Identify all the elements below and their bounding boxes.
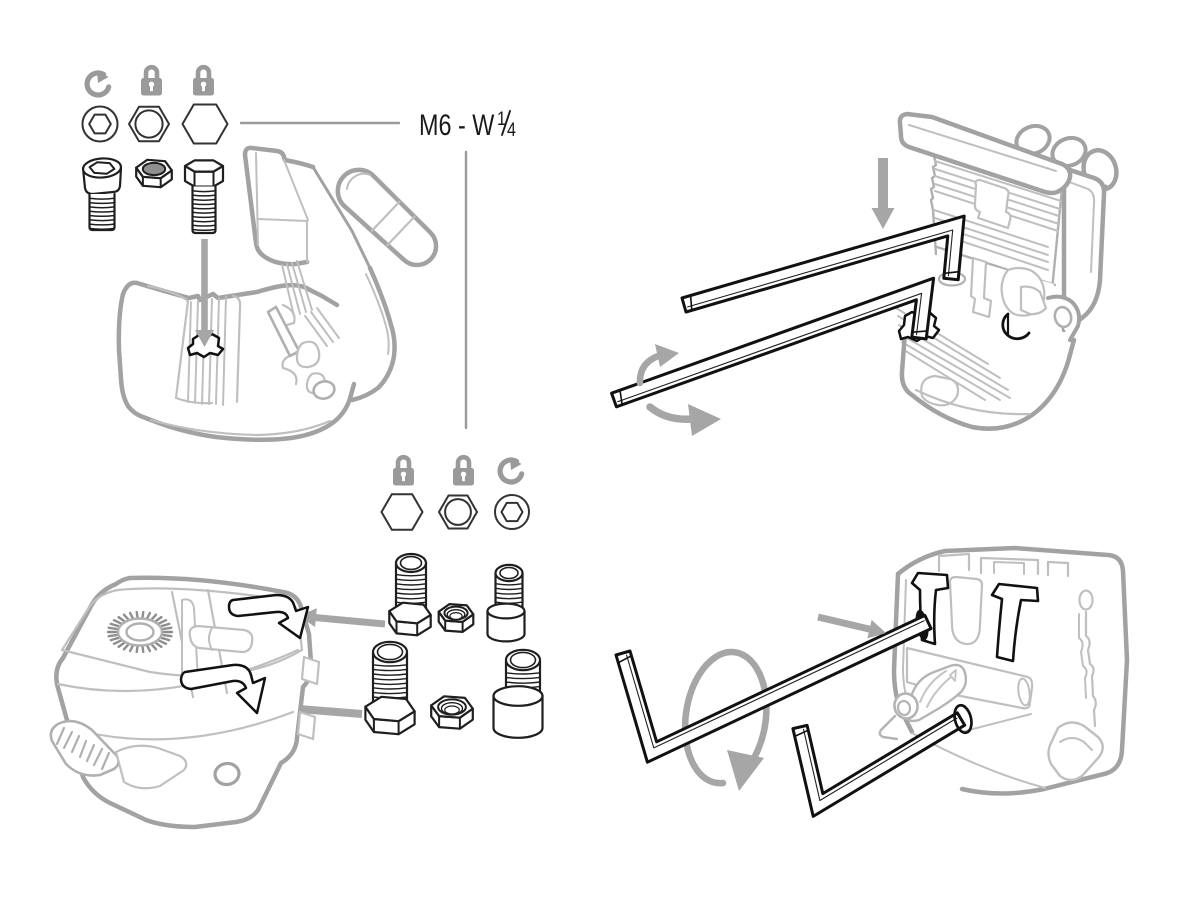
svg-text:4: 4	[507, 119, 516, 141]
svg-text:1: 1	[497, 108, 506, 130]
svg-text:M6 - W: M6 - W	[419, 108, 495, 141]
